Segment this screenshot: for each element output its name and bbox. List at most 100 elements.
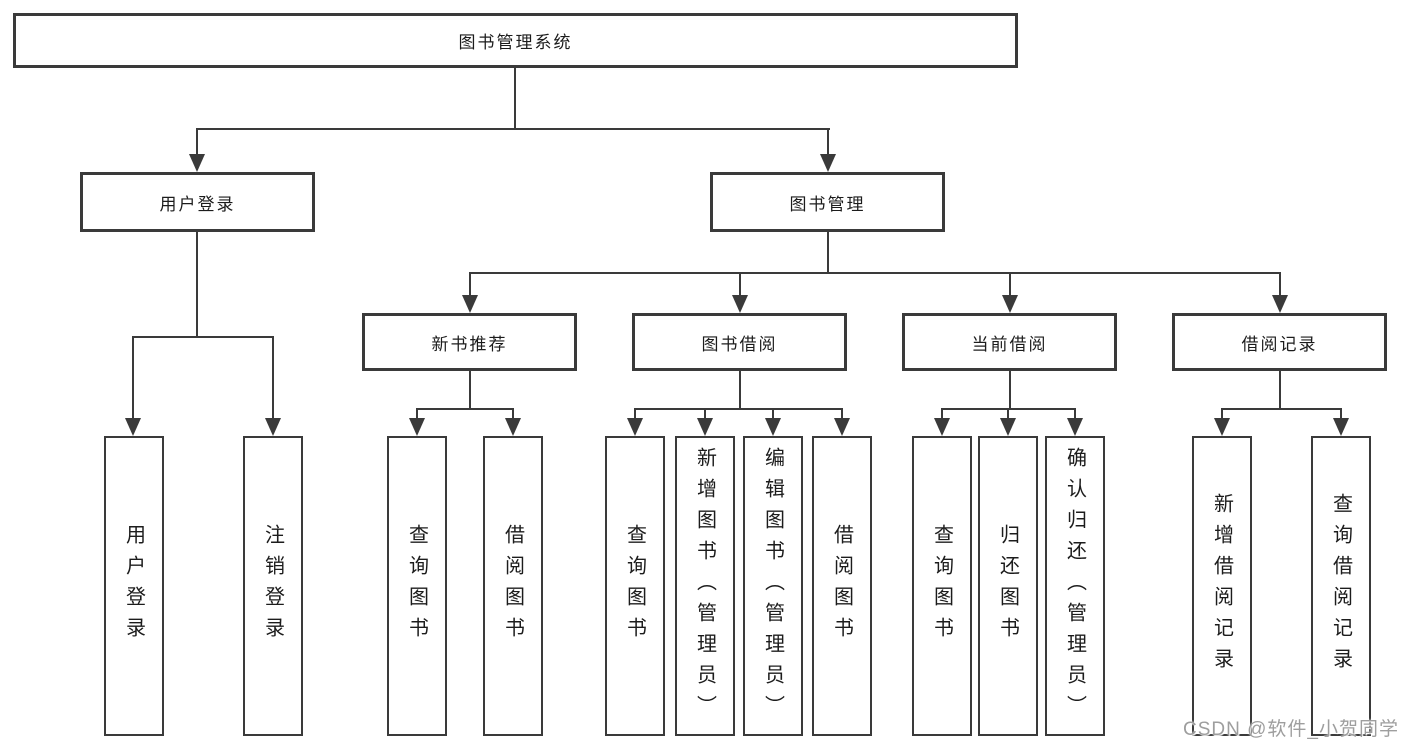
node-new-book-rec-label: 新书推荐 — [431, 334, 508, 354]
leaf-user-login-label: 用户登录 — [122, 524, 145, 648]
arrowhead-icon — [462, 295, 478, 313]
connector-stem — [416, 408, 418, 418]
arrow-down-icon — [765, 408, 781, 436]
connector-stem — [1009, 272, 1011, 295]
node-book-mgmt: 图书管理 — [710, 172, 945, 232]
arrow-down-icon — [1000, 408, 1016, 436]
arrowhead-icon — [189, 154, 205, 172]
arrow-down-icon — [1067, 408, 1083, 436]
arrowhead-icon — [834, 418, 850, 436]
node-borrow-records: 借阅记录 — [1172, 313, 1387, 371]
leaf-query-book-newrec: 查询图书 — [387, 436, 447, 736]
leaf-user-login: 用户登录 — [104, 436, 164, 736]
node-book-borrow: 图书借阅 — [632, 313, 847, 371]
connector-line — [1009, 371, 1011, 408]
arrow-down-icon — [1333, 408, 1349, 436]
leaf-add-borrow-record: 新增借阅记录 — [1192, 436, 1252, 736]
connector-line — [634, 408, 843, 410]
arrowhead-icon — [125, 418, 141, 436]
arrow-down-icon — [462, 272, 478, 313]
connector-stem — [132, 336, 134, 418]
leaf-borrow-book-borrow: 借阅图书 — [812, 436, 872, 736]
arrowhead-icon — [1002, 295, 1018, 313]
leaf-edit-book-admin-label: 编辑图书（管理员） — [761, 446, 784, 726]
leaf-query-borrow-record-label: 查询借阅记录 — [1329, 493, 1352, 679]
connector-stem — [704, 408, 706, 418]
connector-stem — [1007, 408, 1009, 418]
arrowhead-icon — [934, 418, 950, 436]
connector-stem — [1340, 408, 1342, 418]
arrow-down-icon — [697, 408, 713, 436]
connector-line — [739, 371, 741, 408]
arrow-down-icon — [125, 336, 141, 436]
arrow-down-icon — [627, 408, 643, 436]
connector-line — [469, 371, 471, 408]
arrow-down-icon — [820, 128, 836, 172]
connector-stem — [469, 272, 471, 295]
node-root-label: 图书管理系统 — [458, 33, 573, 52]
connector-line — [827, 232, 829, 272]
node-book-borrow-label: 图书借阅 — [701, 334, 778, 354]
arrow-down-icon — [1002, 272, 1018, 313]
arrowhead-icon — [627, 418, 643, 436]
node-current-borrow: 当前借阅 — [902, 313, 1117, 371]
arrowhead-icon — [697, 418, 713, 436]
leaf-confirm-return-admin-label: 确认归还（管理员） — [1063, 446, 1086, 726]
node-borrow-records-label: 借阅记录 — [1241, 334, 1318, 354]
connector-line — [1221, 408, 1342, 410]
leaf-query-book-borrow-label: 查询图书 — [623, 524, 646, 648]
node-user-login-label: 用户登录 — [159, 194, 236, 214]
node-root: 图书管理系统 — [13, 13, 1018, 68]
arrowhead-icon — [1272, 295, 1288, 313]
leaf-borrow-book-newrec-label: 借阅图书 — [501, 524, 524, 648]
leaf-edit-book-admin: 编辑图书（管理员） — [743, 436, 803, 736]
leaf-add-book-admin: 新增图书（管理员） — [675, 436, 735, 736]
leaf-borrow-book-newrec: 借阅图书 — [483, 436, 543, 736]
arrowhead-icon — [732, 295, 748, 313]
connector-line — [416, 408, 514, 410]
leaf-query-book-newrec-label: 查询图书 — [405, 524, 428, 648]
arrow-down-icon — [1214, 408, 1230, 436]
arrowhead-icon — [1333, 418, 1349, 436]
arrowhead-icon — [820, 154, 836, 172]
connector-stem — [1279, 272, 1281, 295]
arrow-down-icon — [834, 408, 850, 436]
leaf-borrow-book-borrow-label: 借阅图书 — [830, 524, 853, 648]
connector-stem — [512, 408, 514, 418]
leaf-confirm-return-admin: 确认归还（管理员） — [1045, 436, 1105, 736]
connector-line — [514, 68, 516, 128]
leaf-add-book-admin-label: 新增图书（管理员） — [693, 446, 716, 726]
arrowhead-icon — [1067, 418, 1083, 436]
node-book-mgmt-label: 图书管理 — [789, 194, 866, 214]
connector-stem — [634, 408, 636, 418]
leaf-add-borrow-record-label: 新增借阅记录 — [1210, 493, 1233, 679]
node-user-login: 用户登录 — [80, 172, 315, 232]
leaf-query-book-current: 查询图书 — [912, 436, 972, 736]
arrowhead-icon — [1000, 418, 1016, 436]
arrowhead-icon — [265, 418, 281, 436]
arrow-down-icon — [1272, 272, 1288, 313]
connector-stem — [196, 128, 198, 154]
arrowhead-icon — [1214, 418, 1230, 436]
leaf-query-borrow-record: 查询借阅记录 — [1311, 436, 1371, 736]
node-new-book-rec: 新书推荐 — [362, 313, 577, 371]
csdn-watermark: CSDN @软件_小贺同学 — [1183, 719, 1399, 740]
arrow-down-icon — [189, 128, 205, 172]
leaf-return-book-label: 归还图书 — [996, 524, 1019, 648]
connector-line — [196, 232, 198, 336]
connector-stem — [941, 408, 943, 418]
arrowhead-icon — [409, 418, 425, 436]
connector-stem — [1074, 408, 1076, 418]
connector-stem — [772, 408, 774, 418]
arrow-down-icon — [265, 336, 281, 436]
connector-stem — [841, 408, 843, 418]
connector-stem — [1221, 408, 1223, 418]
leaf-return-book: 归还图书 — [978, 436, 1038, 736]
arrowhead-icon — [505, 418, 521, 436]
node-current-borrow-label: 当前借阅 — [971, 334, 1048, 354]
connector-line — [1279, 371, 1281, 408]
leaf-query-book-current-label: 查询图书 — [930, 524, 953, 648]
arrow-down-icon — [934, 408, 950, 436]
connector-stem — [827, 128, 829, 154]
